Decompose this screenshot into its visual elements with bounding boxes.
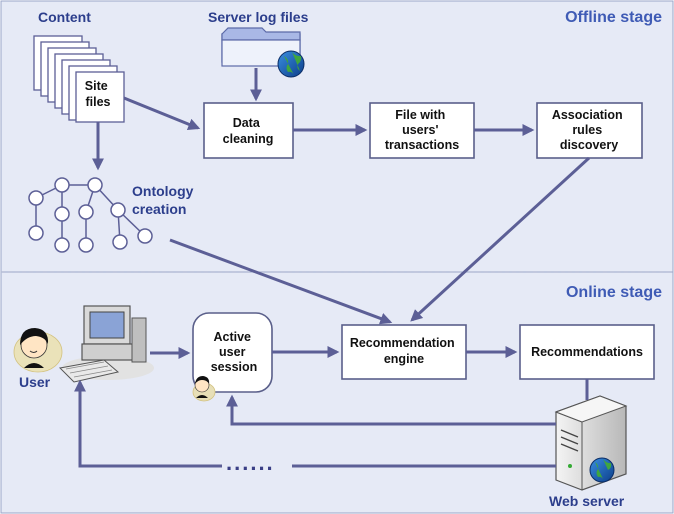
return-path-dots: ...... bbox=[226, 450, 275, 475]
flow-arrows bbox=[74, 68, 591, 468]
dots-mask bbox=[222, 458, 292, 474]
ontology-creation-label: Ontology creation bbox=[132, 183, 197, 217]
users-transactions-label: File with users' transactions bbox=[385, 108, 459, 152]
site-files-label: Site files bbox=[85, 79, 111, 109]
web-server-label: Web server bbox=[549, 493, 625, 509]
computer-icon bbox=[58, 305, 154, 383]
arrow-association-to-engine bbox=[410, 156, 591, 322]
data-cleaning-box bbox=[203, 102, 294, 159]
session-user-icon bbox=[192, 376, 216, 402]
association-rules-label: Association rules discovery bbox=[552, 108, 626, 152]
recommendations-label: Recommendations bbox=[531, 345, 643, 359]
data-cleaning-label: Data cleaning bbox=[223, 116, 274, 146]
users-transactions-box bbox=[369, 102, 475, 159]
user-label: User bbox=[19, 374, 51, 390]
log-files-icon bbox=[221, 27, 301, 67]
arrow-server-to-user bbox=[74, 379, 556, 468]
content-label: Content bbox=[38, 9, 91, 25]
arrow-ontology-to-engine bbox=[169, 238, 393, 325]
globe-icon bbox=[277, 50, 305, 78]
association-rules-box bbox=[536, 102, 643, 159]
offline-stage-label: Offline stage bbox=[565, 9, 662, 26]
ontology-tree-icon bbox=[28, 177, 153, 253]
recommendation-engine-label: Recommendation engine bbox=[350, 336, 458, 366]
online-stage-label: Online stage bbox=[566, 284, 662, 301]
arrow-sitefiles-to-cleaning bbox=[123, 96, 201, 130]
arrow-server-to-session bbox=[226, 394, 556, 426]
site-files-icon bbox=[33, 35, 125, 123]
user-icon bbox=[13, 328, 63, 373]
server-log-files-label: Server log files bbox=[208, 9, 309, 25]
web-server-globe-icon bbox=[589, 457, 615, 483]
active-session-label: Active user session bbox=[211, 330, 258, 374]
